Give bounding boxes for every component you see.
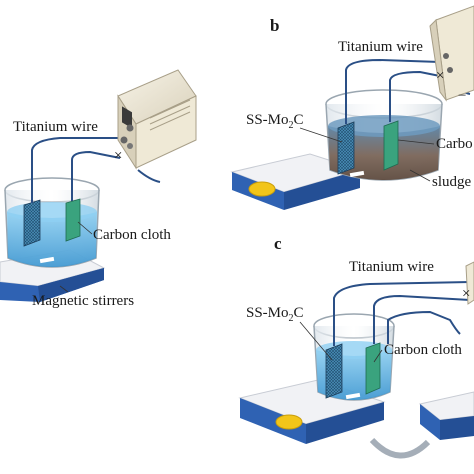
plus-sign-c: × xyxy=(462,286,470,302)
electrodes-a xyxy=(23,198,81,247)
minus-sign-b: × xyxy=(436,68,444,84)
panel-label-c: c xyxy=(274,234,282,253)
ss-mo2c-label-c: SS-Mo2C xyxy=(246,305,304,324)
magnetic-stirrers-leader xyxy=(59,285,69,293)
carbon-cloth-leader-c xyxy=(373,349,383,363)
ss-mo2c-leader-b xyxy=(299,127,343,143)
carbon-cloth-leader-a xyxy=(77,221,93,235)
titanium-wires-a xyxy=(31,137,161,203)
carbon-label-b: Carbo xyxy=(436,136,473,152)
titanium-wires-c xyxy=(333,281,471,346)
electrodes-b xyxy=(337,120,399,175)
minus-sign-b2: − xyxy=(458,88,466,104)
beaker-a xyxy=(4,177,100,268)
carbon-leader-b xyxy=(397,139,435,145)
circulation-arrow xyxy=(369,437,431,459)
power-supply-b xyxy=(429,5,474,102)
carbon-cloth-label-a: Carbon cloth xyxy=(93,227,171,243)
sludge-label-b: sludge xyxy=(432,174,472,190)
ss-mo2c-leader-c xyxy=(299,321,333,361)
magnetic-stirrer-c2 xyxy=(418,391,474,440)
panel-a: × Titanium wire Carbon cloth Magnetic st… xyxy=(0,69,197,309)
beaker-b xyxy=(325,89,443,181)
carbon-cloth-label-c: Carbon cloth xyxy=(384,342,462,358)
ss-mo2c-label-b: SS-Mo2C xyxy=(246,112,304,131)
sludge-leader-b xyxy=(409,169,431,182)
panel-label-b: b xyxy=(270,16,279,35)
power-supply-c xyxy=(465,261,474,305)
magnetic-stirrers-label: Magnetic stirrers xyxy=(32,293,134,309)
panel-b: b xyxy=(230,5,474,210)
panel-c: c xyxy=(238,234,474,459)
titanium-wire-label-b: Titanium wire xyxy=(338,39,423,55)
titanium-wire-label-c: Titanium wire xyxy=(349,259,434,275)
power-supply-a xyxy=(117,69,197,170)
titanium-wire-label-a: Titanium wire xyxy=(13,119,98,135)
minus-sign-a: × xyxy=(114,148,122,164)
